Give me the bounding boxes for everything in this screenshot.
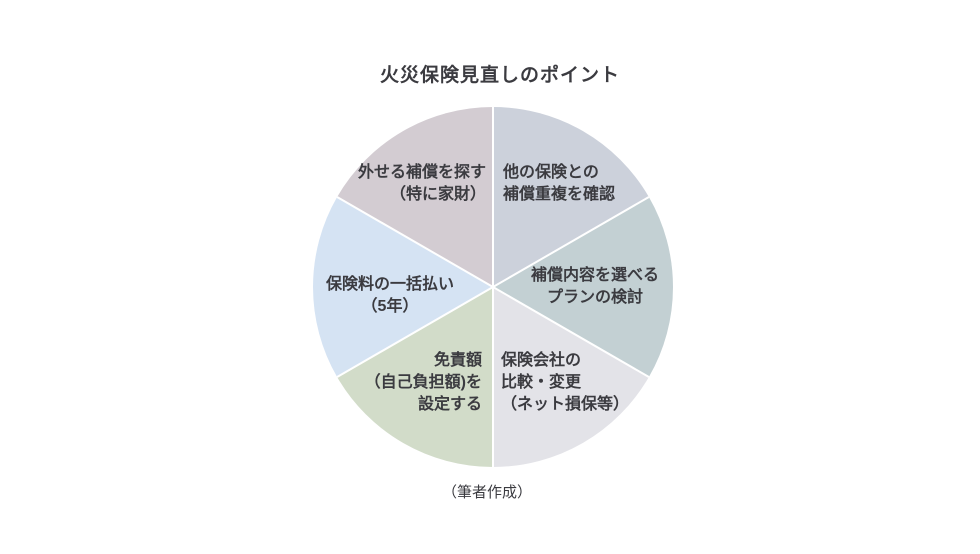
slice-label-compare-insurers: 保険会社の 比較・変更 （ネット損保等）	[501, 350, 629, 416]
slice-label-deductible: 免責額 （自己負担額)を 設定する	[365, 350, 482, 416]
slice-label-line: 保険会社の	[501, 352, 582, 369]
slice-label-line: （ネット損保等）	[501, 396, 630, 413]
slice-label-line: 保険料の一括払い	[325, 276, 455, 293]
slice-label-line: 比較・変更	[501, 374, 582, 391]
slice-label-line: 他の保険との	[503, 164, 599, 181]
chart-source-note: （筆者作成）	[441, 484, 533, 501]
slice-label-line: 免責額	[433, 352, 482, 369]
slice-label-line: （5年）	[361, 298, 419, 315]
slice-label-line: （自己負担額)を	[364, 374, 482, 391]
pie-slice-1	[493, 197, 673, 377]
slice-divider	[492, 196, 650, 288]
slice-label-lump-sum-payment: 保険料の一括払い （5年）	[326, 274, 454, 318]
slice-label-line: 外せる補償を探す	[357, 164, 486, 181]
slice-label-selectable-plan: 補償内容を選べる プランの検討	[531, 265, 659, 309]
slice-label-duplicate-coverage: 他の保険との 補償重複を確認	[503, 162, 615, 206]
slice-label-line: 設定する	[417, 396, 482, 413]
chart-title: 火災保険見直しのポイント	[379, 65, 621, 86]
slice-divider	[336, 286, 494, 378]
pie-slice-4	[313, 197, 493, 377]
slice-label-line: （特に家財）	[389, 186, 486, 203]
slice-label-line: プランの検討	[546, 289, 644, 306]
pie-slice-0	[493, 107, 649, 287]
pie-slice-5	[337, 107, 493, 287]
pie-slice-3	[337, 287, 493, 467]
pie-chart	[313, 107, 673, 467]
slice-label-removable-coverage: 外せる補償を探す （特に家財）	[358, 162, 486, 206]
slice-label-line: 補償内容を選べる	[530, 267, 660, 284]
slice-divider	[336, 196, 494, 288]
slice-label-line: 補償重複を確認	[503, 186, 616, 203]
pie-slice-2	[493, 287, 649, 467]
slice-divider	[492, 286, 650, 378]
